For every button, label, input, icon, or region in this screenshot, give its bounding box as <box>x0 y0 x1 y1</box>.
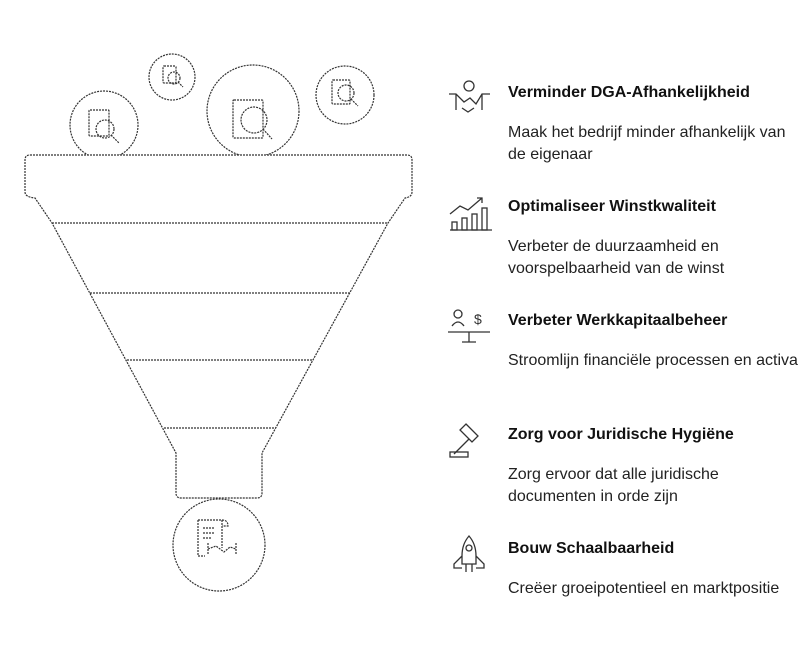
handshake-icon <box>449 80 490 113</box>
funnel-diagram <box>24 53 413 592</box>
input-document-search-icon <box>148 53 196 101</box>
rocket-icon <box>453 535 485 572</box>
step-title: Optimaliseer Winstkwaliteit <box>508 198 716 215</box>
step-title: Zorg voor Juridische Hygiëne <box>508 426 734 443</box>
step-description: Zorg ervoor dat alle juridische document… <box>508 466 719 505</box>
svg-text:$: $ <box>474 311 482 327</box>
step-description: Stroomlijn financiële processen en activ… <box>508 352 798 369</box>
step-description: Verbeter de duurzaamheid en voorspelbaar… <box>508 238 725 277</box>
gavel-icon <box>449 423 479 458</box>
step-description: Creëer groeipotentieel en marktpositie <box>508 580 780 597</box>
funnel-body <box>24 154 413 499</box>
growth-chart-icon <box>449 197 492 231</box>
step-title: Bouw Schaalbaarheid <box>508 540 675 557</box>
output-contract-handshake-icon <box>172 498 266 592</box>
balance-scale-icon: $ <box>448 309 490 343</box>
step-description: Maak het bedrijf minder afhankelijk van … <box>508 124 786 163</box>
step-title: Verminder DGA-Afhankelijkheid <box>508 84 750 101</box>
input-document-search-icon <box>315 65 375 125</box>
step-title: Verbeter Werkkapitaalbeheer <box>508 312 728 329</box>
input-document-search-icon <box>206 64 300 158</box>
input-document-search-icon <box>69 90 139 160</box>
